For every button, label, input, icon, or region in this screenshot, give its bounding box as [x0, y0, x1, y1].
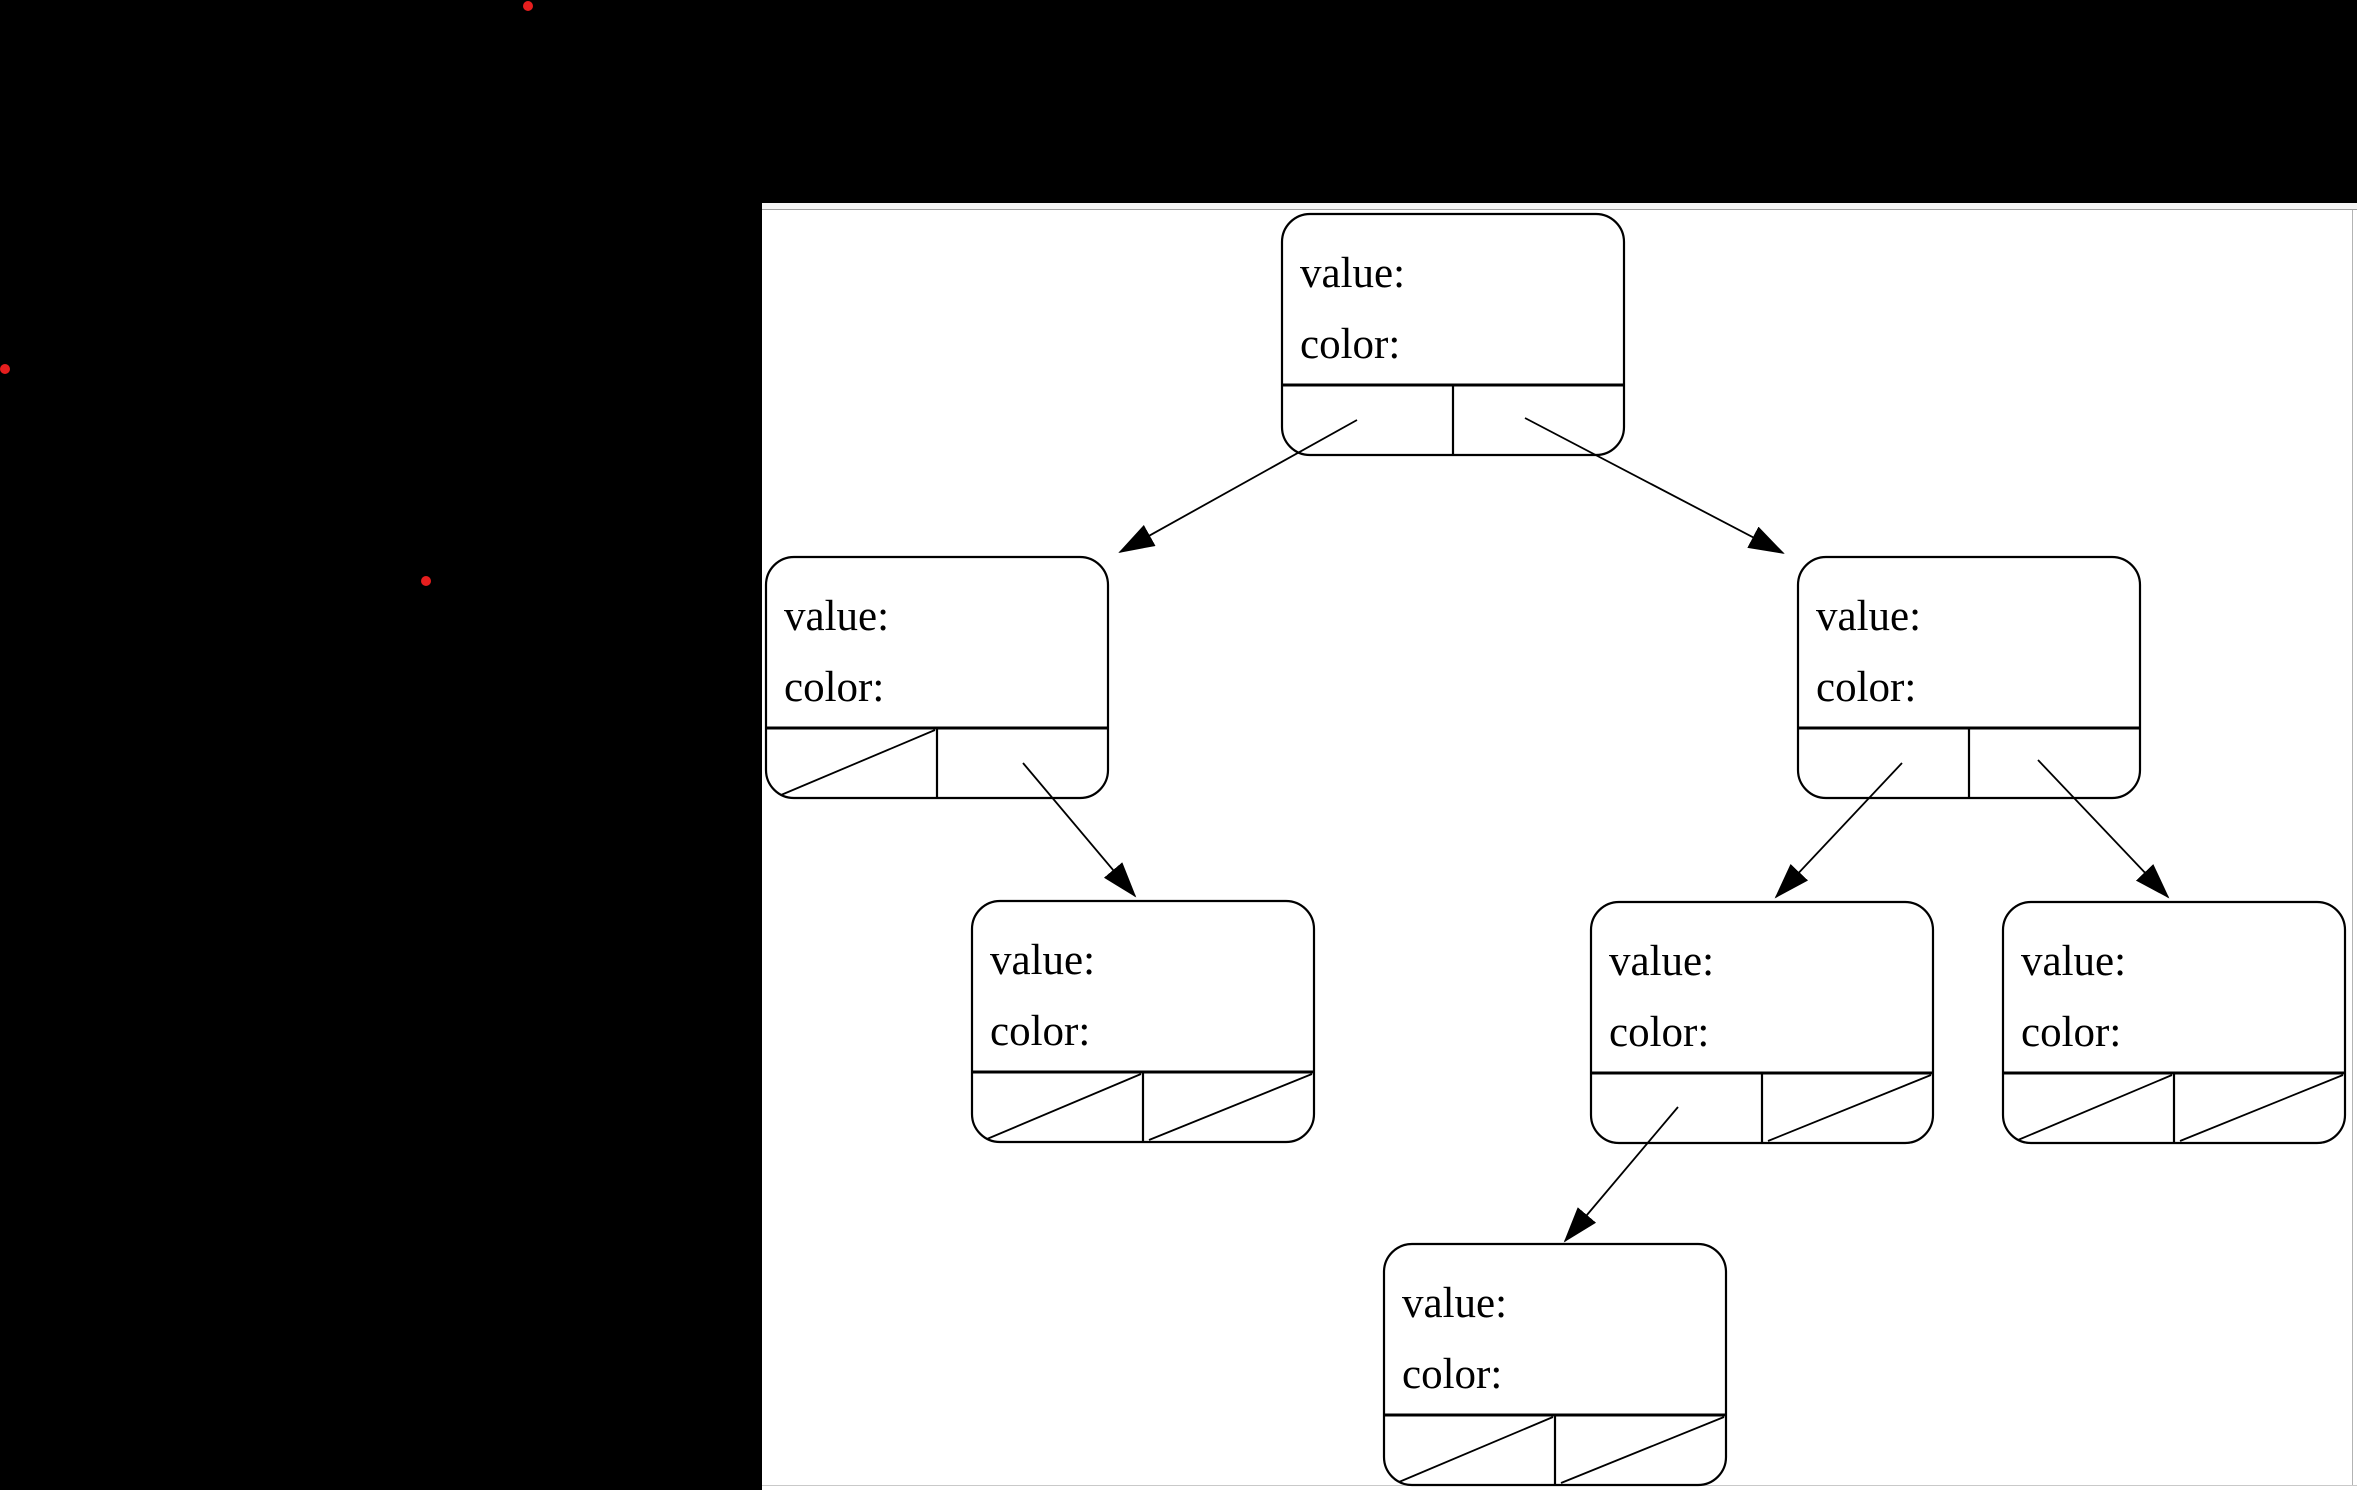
right-null-pointer-slash [1148, 1073, 1313, 1141]
tree-node-right-right-grandchild: value: color: [2001, 900, 2347, 1145]
color-field-label: color: [2021, 1009, 2121, 1056]
page-right-edge [2352, 210, 2353, 1486]
value-field-label: value: [1816, 593, 1921, 640]
left-null-pointer-slash [780, 729, 936, 796]
left-null-pointer-slash [986, 1073, 1142, 1140]
value-field-label: value: [990, 937, 1095, 984]
color-field-label: color: [1609, 1009, 1709, 1056]
tree-node-right-child: value: color: [1796, 555, 2142, 800]
value-field-label: value: [784, 593, 889, 640]
child-pointer-arrow-right-child-to-left-grandchild [1774, 762, 1903, 899]
page-top-edge [762, 203, 2357, 210]
tree-node-left-right-grandchild: value: color: [970, 899, 1316, 1144]
color-field-label: color: [784, 664, 884, 711]
pointer-arrows-layer [1022, 417, 2170, 1243]
color-field-label: color: [1300, 321, 1400, 368]
tree-node-great-grandchild: value: color: [1382, 1242, 1728, 1487]
right-null-pointer-slash [1560, 1416, 1725, 1484]
color-field-label: color: [1816, 664, 1916, 711]
value-field-label: value: [2021, 938, 2126, 985]
tree-node-right-left-grandchild: value: color: [1589, 900, 1935, 1145]
right-null-pointer-slash [2179, 1074, 2344, 1142]
tree-nodes-layer: value:color:value:color:value:color:valu… [764, 212, 2347, 1487]
right-null-pointer-slash [1767, 1074, 1932, 1142]
child-pointer-arrow-root-to-right-child [1524, 417, 1785, 554]
left-null-pointer-slash [1398, 1416, 1554, 1483]
value-field-label: value: [1300, 250, 1405, 297]
red-annotation-dot [523, 1, 533, 11]
color-field-label: color: [990, 1008, 1090, 1055]
red-annotation-dot [0, 364, 10, 374]
color-field-label: color: [1402, 1351, 1502, 1398]
value-field-label: value: [1402, 1280, 1507, 1327]
child-pointer-arrow-left-child-to-right-grandchild [1022, 762, 1137, 898]
tree-node-left-child: value: color: [764, 555, 1110, 800]
tree-node-root: value: color: [1280, 212, 1626, 457]
child-pointer-arrow-grandchild-to-great-grandchild [1563, 1106, 1679, 1243]
left-null-pointer-slash [2017, 1074, 2173, 1141]
child-pointer-arrow-right-child-to-right-grandchild [2037, 759, 2170, 899]
annotation-dots-layer [0, 1, 533, 586]
value-field-label: value: [1609, 938, 1714, 985]
child-pointer-arrow-root-to-left-child [1118, 419, 1358, 553]
red-annotation-dot [421, 576, 431, 586]
